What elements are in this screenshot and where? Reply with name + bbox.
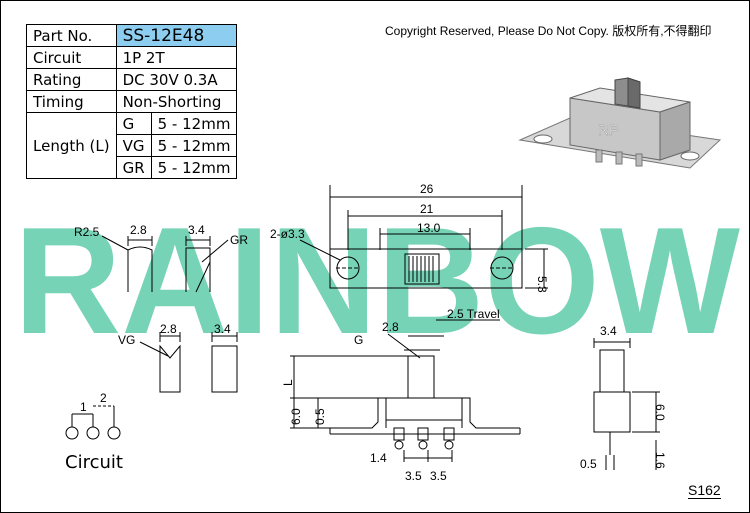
length-type-gr: GR xyxy=(115,156,152,179)
circuit-pin-2: 2 xyxy=(100,391,107,405)
dim-0-5-front: 0.5 xyxy=(313,408,327,425)
circuit-pin-1: 1 xyxy=(80,400,87,414)
dim-3-4-b: 3.4 xyxy=(214,322,231,336)
dim-2-8-a: 2.8 xyxy=(130,223,147,237)
dim-3-4-a: 3.4 xyxy=(188,223,205,237)
dim-2-8-front: 2.8 xyxy=(382,320,399,334)
rp-logo-mark: RP xyxy=(598,122,619,139)
front-view xyxy=(290,319,521,462)
circuit-spec-value: 1P 2T xyxy=(115,46,238,69)
dim-1-4: 1.4 xyxy=(370,451,387,465)
gr-label: GR xyxy=(230,233,248,247)
g-label: G xyxy=(354,333,363,347)
circuit-schematic xyxy=(65,405,121,440)
actuator-gr-detail xyxy=(101,235,229,293)
vg-label: VG xyxy=(118,333,135,347)
rainbow-watermark: RAINBOW xyxy=(14,196,741,366)
dim-6-0-front: 6.0 xyxy=(289,408,303,425)
rating-value: DC 30V 0.3A xyxy=(115,68,238,91)
length-range-gr: 5 - 12mm xyxy=(150,156,238,179)
dim-3-4-side: 3.4 xyxy=(600,324,617,338)
circuit-spec-label: Circuit xyxy=(26,46,117,69)
travel-label: 2.5 Travel xyxy=(447,307,500,321)
timing-value: Non-Shorting xyxy=(115,90,238,113)
length-range-g: 5 - 12mm xyxy=(150,112,238,135)
dim-5-3: 5.3 xyxy=(535,276,549,293)
part-no-value: SS-12E48 xyxy=(115,24,238,47)
dim-21: 21 xyxy=(420,202,434,216)
rating-label: Rating xyxy=(26,68,117,91)
radius-label: R2.5 xyxy=(74,225,100,239)
drawing-code: S162 xyxy=(688,482,721,499)
side-view xyxy=(593,338,660,470)
part-no-label: Part No. xyxy=(26,24,117,47)
top-view xyxy=(299,185,548,289)
length-range-vg: 5 - 12mm xyxy=(150,134,238,157)
dim-3-5-b: 3.5 xyxy=(430,469,447,483)
dim-l: L xyxy=(281,379,295,386)
dim-0-5-side: 0.5 xyxy=(580,457,597,471)
dim-13: 13.0 xyxy=(417,221,441,235)
timing-label: Timing xyxy=(26,90,117,113)
hole-label: 2-ø3.3 xyxy=(270,227,305,241)
dim-6-0-side: 6.0 xyxy=(653,404,667,421)
dim-26: 26 xyxy=(420,182,434,196)
copyright-notice: Copyright Reserved, Please Do Not Copy. … xyxy=(385,24,712,38)
circuit-label: Circuit xyxy=(65,452,123,473)
dim-1-6-side: 1.6 xyxy=(653,452,667,469)
dim-2-8-b: 2.8 xyxy=(160,322,177,336)
dim-3-5-a: 3.5 xyxy=(405,469,422,483)
length-label: Length (L) xyxy=(26,112,117,179)
actuator-vg-detail xyxy=(139,332,238,393)
length-type-g: G xyxy=(115,112,152,135)
switch-3d-illustration: RP xyxy=(518,77,722,169)
spec-table: Part No. SS-12E48 Circuit 1P 2T Rating D… xyxy=(26,24,238,179)
length-type-vg: VG xyxy=(115,134,152,157)
